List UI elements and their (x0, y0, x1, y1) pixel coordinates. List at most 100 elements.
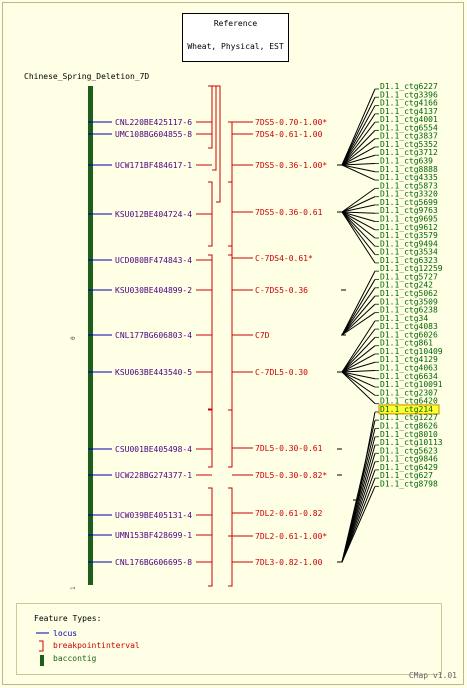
contig-label[interactable]: D1.1_ctg861 (380, 339, 433, 348)
interval-label[interactable]: 7DL5-0.30-0.61 (255, 444, 323, 453)
interval-bracket-right[interactable] (228, 181, 233, 411)
contig-label[interactable]: D1.1_ctg9494 (380, 239, 438, 248)
contig-label[interactable]: D1.1_ctg12259 (380, 264, 443, 273)
interval-bracket-right[interactable] (228, 487, 233, 537)
contig-label[interactable]: D1.1_ctg9763 (380, 206, 438, 215)
version-label: CMap v1.01 (408, 671, 457, 680)
interval-bracket[interactable] (208, 409, 213, 468)
interval-bracket[interactable] (216, 85, 221, 203)
interval-bracket[interactable] (208, 487, 213, 587)
locus-label[interactable]: CNL176BG606695-8 (115, 558, 192, 567)
locus-label[interactable]: CSU001BE405498-4 (115, 445, 192, 454)
interval-label[interactable]: C-7DL5-0.30 (255, 368, 308, 377)
contig-label[interactable]: D1.1_ctg9846 (380, 455, 438, 464)
interval-label[interactable]: 7DS4-0.61-1.00 (255, 130, 323, 139)
locus-label[interactable]: KSU063BE443540-5 (115, 368, 192, 377)
contig-connector (341, 312, 376, 336)
locus-label[interactable]: UCW171BF484617-1 (115, 161, 192, 170)
locus-label[interactable]: UCW228BG274377-1 (115, 471, 192, 480)
locus-label[interactable]: KSU012BE404724-4 (115, 210, 192, 219)
contig-label[interactable]: D1.1_ctg34 (380, 314, 428, 323)
contig-label[interactable]: D1.1_ctg8798 (380, 479, 438, 488)
contig-label[interactable]: D1.1_ctg3837 (380, 132, 438, 141)
interval-label[interactable]: C-7DS4-0.61* (255, 254, 313, 263)
contig-label[interactable]: D1.1_ctg3320 (380, 190, 438, 199)
highlighted-contig-box (378, 404, 440, 415)
legend-icons (36, 632, 49, 666)
contig-label[interactable]: D1.1_ctg639 (380, 157, 433, 166)
contig-label[interactable]: D1.1_ctg5699 (380, 198, 438, 207)
interval-label[interactable]: 7DL2-0.61-1.00* (255, 532, 327, 541)
contig-label[interactable]: D1.1_ctg6634 (380, 372, 438, 381)
contig-connector (341, 371, 376, 396)
interval-bracket[interactable] (208, 85, 213, 149)
locus-label[interactable]: UMC108BG604855-8 (115, 130, 192, 139)
contig-label[interactable]: D1.1_ctg6554 (380, 123, 438, 132)
contig-label-highlighted[interactable]: D1.1_ctg214 (380, 405, 433, 414)
contig-label[interactable]: D1.1_ctg5623 (380, 446, 438, 455)
contig-label[interactable]: D1.1_ctg9612 (380, 223, 438, 232)
contig-label[interactable]: D1.1_ctg10113 (380, 438, 443, 447)
contig-label[interactable]: D1.1_ctg6227 (380, 82, 438, 91)
interval-label[interactable]: 7DL2-0.61-0.82 (255, 509, 323, 518)
interval-bracket-right[interactable] (228, 254, 233, 468)
contig-label[interactable]: D1.1_ctg5727 (380, 272, 438, 281)
contig-label[interactable]: D1.1_ctg8626 (380, 421, 438, 430)
contig-label[interactable]: D1.1_ctg4129 (380, 355, 438, 364)
contig-label[interactable]: D1.1_ctg6420 (380, 397, 438, 406)
contig-label[interactable]: D1.1_ctg3534 (380, 248, 438, 257)
contig-label[interactable]: D1.1_ctg6323 (380, 256, 438, 265)
contig-label[interactable]: D1.1_ctg9695 (380, 214, 438, 223)
contig-label[interactable]: D1.1_ctg6026 (380, 330, 438, 339)
map-title[interactable]: Chinese_Spring_Deletion_7D (24, 72, 149, 81)
interval-bracket-right[interactable] (228, 487, 233, 587)
interval-label[interactable]: 7DS5-0.70-1.00* (255, 118, 327, 127)
contig-bar-icon (40, 655, 44, 666)
contig-label[interactable]: D1.1_ctg10409 (380, 347, 443, 356)
contig-label[interactable]: D1.1_ctg4083 (380, 322, 438, 331)
locus-label[interactable]: CNL177BG606803-4 (115, 331, 192, 340)
locus-label[interactable]: CNL220BE425117-6 (115, 118, 192, 127)
contig-label[interactable]: D1.1_ctg5062 (380, 289, 438, 298)
contig-label[interactable]: D1.1_ctg3712 (380, 148, 438, 157)
contig-label[interactable]: D1.1_ctg4063 (380, 364, 438, 373)
locus-label[interactable]: UCD080BF474843-4 (115, 256, 192, 265)
contig-label[interactable]: D1.1_ctg6429 (380, 463, 438, 472)
contig-connector (341, 353, 376, 373)
contig-label[interactable]: D1.1_ctg4166 (380, 99, 438, 108)
contig-label[interactable]: D1.1_ctg3579 (380, 231, 438, 240)
contig-label[interactable]: D1.1_ctg10091 (380, 380, 443, 389)
interval-label[interactable]: 7DL5-0.30-0.82* (255, 471, 327, 480)
contig-label[interactable]: D1.1_ctg1227 (380, 413, 438, 422)
contig-connector (341, 97, 376, 166)
interval-bracket[interactable] (208, 181, 213, 247)
contig-label[interactable]: D1.1_ctg3396 (380, 90, 438, 99)
contig-label[interactable]: D1.1_ctg4335 (380, 173, 438, 182)
contig-label[interactable]: D1.1_ctg5873 (380, 181, 438, 190)
contig-label[interactable]: D1.1_ctg2307 (380, 388, 438, 397)
interval-label[interactable]: 7DL3-0.82-1.00 (255, 558, 323, 567)
contig-label[interactable]: D1.1_ctg5352 (380, 140, 438, 149)
locus-label[interactable]: UCW039BE405131-4 (115, 511, 192, 520)
interval-label[interactable]: 7DS5-0.36-0.61 (255, 208, 323, 217)
interval-label[interactable]: C-7DS5-0.36 (255, 286, 308, 295)
contig-label[interactable]: D1.1_ctg3509 (380, 297, 438, 306)
contig-label[interactable]: D1.1_ctg8888 (380, 165, 438, 174)
contig-label[interactable]: D1.1_ctg627 (380, 471, 433, 480)
contig-label[interactable]: D1.1_ctg4137 (380, 107, 438, 116)
contig-label[interactable]: D1.1_ctg242 (380, 281, 433, 290)
locus-label[interactable]: UMN153BF428699-1 (115, 531, 192, 540)
interval-bracket[interactable] (208, 254, 213, 410)
contig-label[interactable]: D1.1_ctg6238 (380, 306, 438, 315)
locus-label[interactable]: KSU030BE404899-2 (115, 286, 192, 295)
contig-label[interactable]: D1.1_ctg4001 (380, 115, 438, 124)
contig-label[interactable]: D1.1_ctg8010 (380, 430, 438, 439)
interval-bracket[interactable] (212, 85, 217, 171)
interval-bracket-right[interactable] (228, 121, 233, 247)
interval-label[interactable]: 7DS5-0.36-1.00* (255, 161, 327, 170)
contig-connector (341, 88, 376, 166)
comparative-map: Chinese_Spring_Deletion_7D 0 1 CNL220BE4… (24, 72, 443, 590)
interval-label[interactable]: C7D (255, 331, 270, 340)
reference-map-box[interactable]: Reference Wheat, Physical, EST (182, 13, 289, 62)
